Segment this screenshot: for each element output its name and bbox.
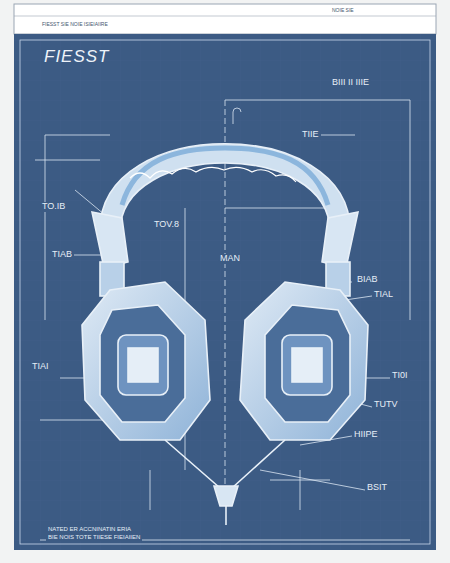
header-note: NOIE SIE xyxy=(330,8,356,14)
dimension-label: TOV.8 xyxy=(152,220,181,230)
sheet-title: FIESST xyxy=(44,48,110,65)
dimension-label: NATED ER ACCNINATIN ERIA xyxy=(46,526,133,533)
dimension-label: TO.IB xyxy=(40,202,67,212)
dimension-label: TIIE xyxy=(300,130,321,140)
dimension-label: BIE NOIS TOTE TIIESE FIEIAIIEN xyxy=(46,534,142,541)
dimension-label: MAN xyxy=(218,254,242,264)
dimension-label: TIAI xyxy=(30,362,51,372)
dimension-label: BIAB xyxy=(355,275,380,285)
dimension-label: BSIT xyxy=(365,483,389,493)
dimension-label: BIII II IIIE xyxy=(330,78,371,88)
dimension-label: TI0I xyxy=(390,371,410,381)
dimension-label: TIAB xyxy=(50,250,74,260)
dimension-label: TUTV xyxy=(372,400,400,410)
dimension-label: TIAL xyxy=(372,290,395,300)
dimension-label: HIIPE xyxy=(352,430,380,440)
header-note: FIESST SIE NOIE ISIEIAIIRE xyxy=(40,22,110,28)
